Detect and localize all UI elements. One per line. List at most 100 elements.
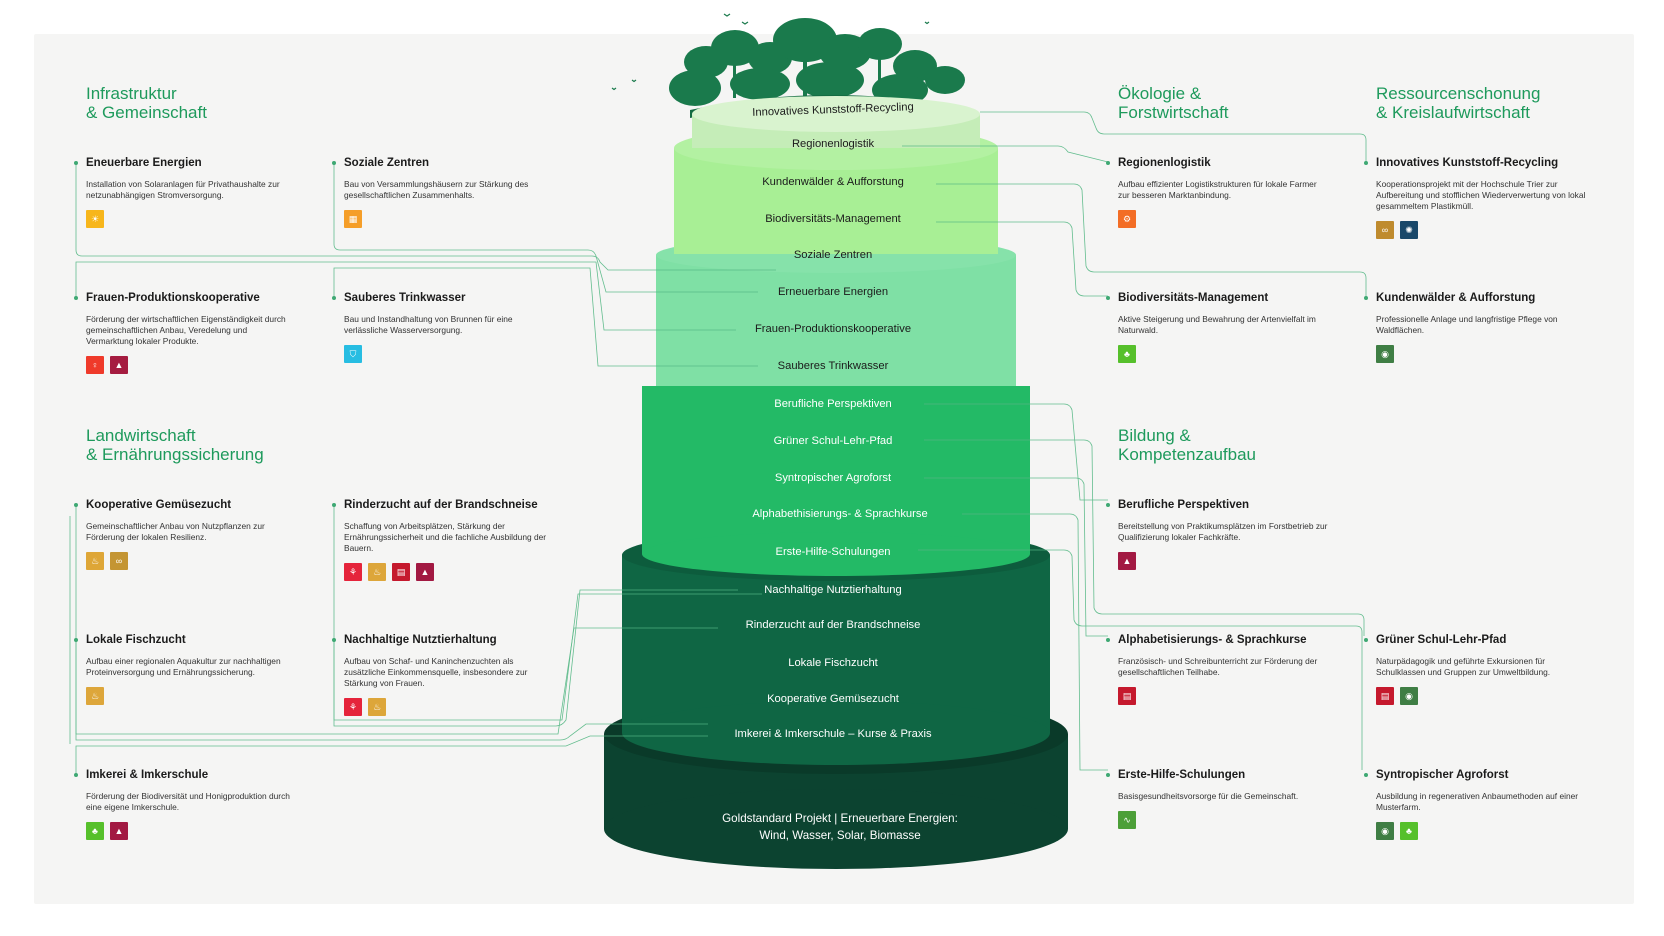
tier-label-biodiversitaet: Biodiversitäts-Management (765, 213, 901, 225)
section-title-landwirtschaft: Landwirtschaft & Ernährungssicherung (86, 426, 264, 464)
sdg-icon: ✺ (1400, 221, 1418, 239)
tier-label-schul-lehr-pfad: Grüner Schul-Lehr-Pfad (773, 435, 893, 447)
tier-label-erneuerbare-energien: Erneuerbare Energien (777, 286, 889, 298)
sdg-icon: ▤ (1376, 687, 1394, 705)
block-berufliche-perspektiven: Berufliche Perspektiven Bereitstellung v… (1106, 498, 1328, 570)
sdg-icons: ☀ (86, 210, 296, 228)
sdg-icon: ◉ (1400, 687, 1418, 705)
tier-label-kundenwaelder: Kundenwälder & Aufforstung (762, 176, 904, 188)
sdg-icons: ♣ (1118, 345, 1328, 363)
sdg-icons: ∿ (1118, 811, 1328, 829)
sdg-icon: ☀ (86, 210, 104, 228)
block-title: Soziale Zentren (344, 157, 429, 169)
block-description: Naturpädagogik und geführte Exkursionen … (1376, 656, 1551, 677)
sdg-icon: ▦ (344, 210, 362, 228)
tier-label-frauen-kooperative: Frauen-Produktionskooperative (754, 323, 912, 335)
bullet-dot (74, 161, 78, 165)
tier-label-base: Goldstandard Projekt | Erneuerbare Energ… (722, 812, 958, 842)
tier-label-sprachkurse: Alphabethisierungs- & Sprachkurse (752, 508, 928, 520)
tier-label-regionenlogistik: Regionenlogistik (791, 138, 875, 150)
sdg-icon: ♣ (1118, 345, 1136, 363)
block-description: Bereitstellung von Praktikumsplätzen im … (1118, 521, 1328, 542)
sdg-icon: ∞ (110, 552, 128, 570)
block-description: Professionelle Anlage und langfristige P… (1376, 314, 1558, 335)
block-title: Frauen-Produktionskooperative (86, 292, 260, 304)
sdg-icon: ▤ (392, 563, 410, 581)
block-imkerei: Imkerei & Imkerschule Förderung der Biod… (74, 768, 296, 840)
block-description: Aufbau effizienter Logistikstrukturen fü… (1118, 179, 1317, 200)
block-description: Bau von Versammlungshäusern zur Stärkung… (344, 179, 529, 200)
sdg-icon: ▲ (110, 822, 128, 840)
tier-label-soziale-zentren: Soziale Zentren (793, 249, 873, 261)
section-title-oekologie: Ökologie & Forstwirtschaft (1118, 84, 1229, 122)
sdg-icon: ♨ (368, 698, 386, 716)
tier-label-imkerei: Imkerei & Imkerschule – Kurse & Praxis (734, 728, 932, 740)
block-title: Berufliche Perspektiven (1118, 499, 1250, 511)
block-title: Imkerei & Imkerschule (86, 769, 209, 781)
tier-label-nutztierhaltung: Nachhaltige Nutztierhaltung (764, 584, 902, 596)
bullet-dot (1364, 296, 1368, 300)
block-title: Grüner Schul-Lehr-Pfad (1376, 634, 1507, 646)
sdg-icon: ⛉ (344, 345, 362, 363)
section-title-bildung: Bildung & Kompetenzaufbau (1118, 426, 1256, 464)
block-description: Aufbau einer regionalen Aquakultur zur n… (86, 656, 281, 677)
tier-label-trinkwasser: Sauberes Trinkwasser (777, 360, 889, 372)
sdg-icon: ♨ (86, 687, 104, 705)
sdg-icon: ∿ (1118, 811, 1136, 829)
bullet-dot (332, 503, 336, 507)
sdg-icons: ◉♣ (1376, 822, 1586, 840)
block-title: Biodiversitäts-Management (1118, 292, 1269, 304)
sdg-icon: ◉ (1376, 345, 1394, 363)
bullet-dot (332, 161, 336, 165)
block-title: Sauberes Trinkwasser (344, 292, 466, 304)
tier-label-agroforst: Syntropischer Agroforst (774, 472, 892, 484)
block-title: Regionenlogistik (1118, 157, 1211, 169)
block-kunststoff-recycling: Innovatives Kunststoff-Recycling Koopera… (1364, 156, 1586, 239)
block-description: Basisgesundheitsvorsorge für die Gemeins… (1118, 791, 1299, 801)
bullet-dot (74, 296, 78, 300)
block-description: Bau und Instandhaltung von Brunnen für e… (344, 314, 513, 335)
block-rinderzucht: Rinderzucht auf der Brandschneise Schaff… (332, 498, 554, 581)
bullet-dot (1364, 773, 1368, 777)
sdg-icon: ⚘ (344, 563, 362, 581)
block-kundenwaelder: Kundenwälder & Aufforstung Professionell… (1364, 291, 1586, 363)
block-description: Aufbau von Schaf- und Kaninchenzuchten a… (344, 656, 528, 688)
block-erneuerbare-energien: Eneuerbare Energien Installation von Sol… (74, 156, 296, 228)
tier-label-erste-hilfe: Erste-Hilfe-Schulungen (775, 546, 891, 558)
sdg-icon: ♨ (368, 563, 386, 581)
section-title-ressourcen: Ressourcenschonung & Kreislaufwirtschaft (1376, 84, 1541, 122)
block-sauberes-trinkwasser: Sauberes Trinkwasser Bau und Instandhalt… (332, 291, 554, 363)
bullet-dot (1364, 161, 1368, 165)
block-title: Nachhaltige Nutztierhaltung (344, 634, 497, 646)
sdg-icon: ▲ (1118, 552, 1136, 570)
block-soziale-zentren: Soziale Zentren Bau von Versammlungshäus… (332, 156, 554, 228)
sdg-icons: ⛉ (344, 345, 554, 363)
sdg-icons: ▦ (344, 210, 554, 228)
block-frauen-produktionskooperative: Frauen-Produktionskooperative Förderung … (74, 291, 296, 374)
block-description: Aktive Steigerung und Bewahrung der Arte… (1118, 314, 1316, 335)
sdg-icon: ◉ (1376, 822, 1394, 840)
block-syntropischer-agroforst: Syntropischer Agroforst Ausbildung in re… (1364, 768, 1586, 840)
sdg-icon: ♣ (86, 822, 104, 840)
bullet-dot (1106, 296, 1110, 300)
block-regionenlogistik: Regionenlogistik Aufbau effizienter Logi… (1106, 156, 1328, 228)
sdg-icons: ⚙ (1118, 210, 1328, 228)
bullet-dot (74, 773, 78, 777)
sdg-icons: ♨∞ (86, 552, 296, 570)
sdg-icon: ▤ (1118, 687, 1136, 705)
sdg-icons: ♣▲ (86, 822, 296, 840)
block-description: Kooperationsprojekt mit der Hochschule T… (1376, 179, 1586, 211)
block-description: Französisch- und Schreibunterricht zur F… (1118, 656, 1318, 677)
bullet-dot (332, 296, 336, 300)
bullet-dot (74, 638, 78, 642)
block-kooperative-gemuesezucht: Kooperative Gemüsezucht Gemeinschaftlich… (74, 498, 296, 570)
block-schul-lehr-pfad: Grüner Schul-Lehr-Pfad Naturpädagogik un… (1364, 633, 1586, 705)
block-title: Eneuerbare Energien (86, 157, 202, 169)
block-title: Erste-Hilfe-Schulungen (1118, 769, 1246, 781)
bullet-dot (1364, 638, 1368, 642)
bullet-dot (332, 638, 336, 642)
sdg-icons: ⚘♨ (344, 698, 554, 716)
block-description: Förderung der Biodiversität und Honigpro… (86, 791, 290, 812)
sdg-icons: ♨ (86, 687, 296, 705)
block-nachhaltige-nutztierhaltung: Nachhaltige Nutztierhaltung Aufbau von S… (332, 633, 554, 716)
